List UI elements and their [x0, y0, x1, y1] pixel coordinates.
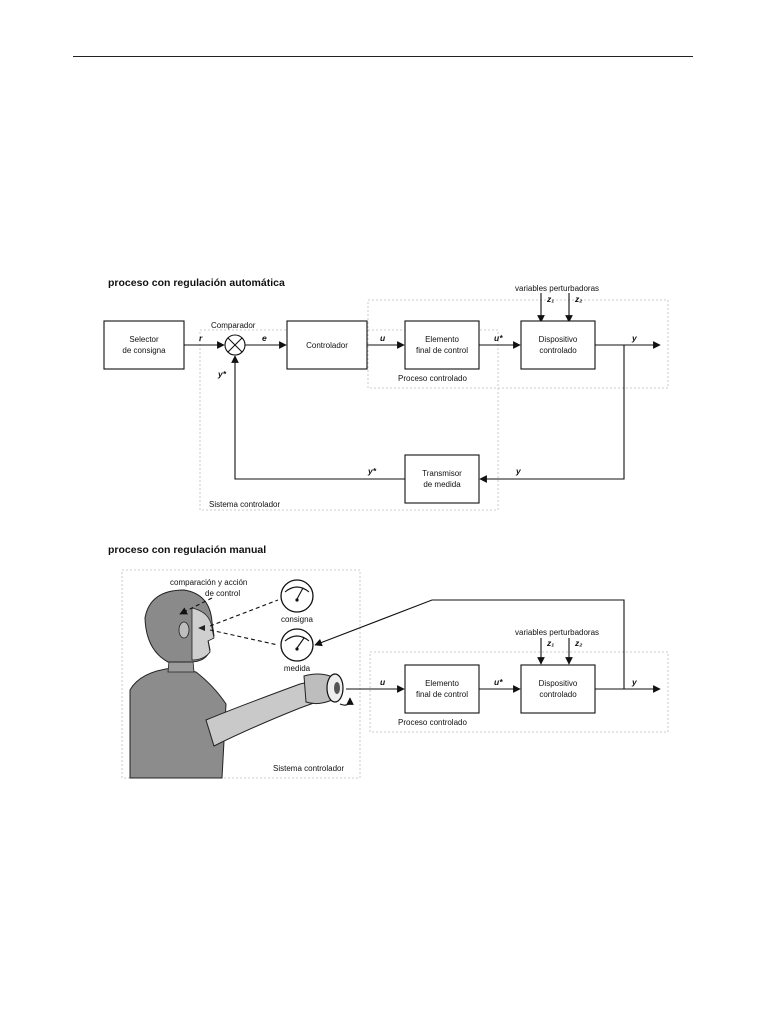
comparison-label-2: de control	[205, 589, 240, 598]
setpoint-gauge-icon	[280, 579, 314, 613]
operator-eye-icon	[198, 625, 205, 631]
measure-gauge-icon	[280, 628, 314, 662]
manual-signal-ustar-label: u*	[494, 677, 503, 687]
signal-r-label: r	[199, 333, 203, 343]
auto-z1-label: z₁	[546, 294, 554, 304]
auto-title: proceso con regulación automática	[108, 277, 285, 289]
auto-actuator-block	[404, 320, 480, 370]
comparison-pointer	[179, 597, 213, 615]
manual-regulation-diagram: proceso con regulación manual	[108, 544, 669, 779]
sight-line-setpoint	[209, 599, 279, 627]
transmitter-label-2: de medida	[423, 480, 461, 489]
operator-illustration	[129, 589, 354, 779]
setpoint-selector-block	[103, 320, 185, 370]
feedback-y-line	[479, 345, 625, 483]
setpoint-selector-label-2: de consigna	[122, 346, 166, 355]
auto-signal-u-label: u	[380, 333, 386, 343]
setpoint-selector-label-1: Selector	[129, 335, 159, 344]
auto-disturbances-label: variables perturbadoras	[515, 284, 599, 293]
auto-actuator-label-1: Elemento	[425, 335, 459, 344]
manual-process-label: Proceso controlado	[398, 718, 467, 727]
manual-disturbances-label: variables perturbadoras	[515, 628, 599, 637]
feedback-ystar-line	[231, 355, 405, 480]
controller-block	[286, 320, 368, 370]
manual-plant-block	[520, 664, 596, 714]
manual-actuator-label-1: Elemento	[425, 679, 459, 688]
auto-system-label: Sistema controlador	[209, 500, 280, 509]
measure-gauge-label: medida	[284, 664, 311, 673]
manual-actuator-label-2: final de control	[416, 690, 468, 699]
manual-plant-label-2: controlado	[539, 690, 577, 699]
auto-process-region	[367, 299, 669, 389]
auto-plant-label-2: controlado	[539, 346, 577, 355]
manual-feedback-line	[314, 599, 625, 689]
controller-label: Controlador	[306, 341, 348, 350]
manual-signal-u-label: u	[380, 677, 386, 687]
manual-z2-label: z₂	[574, 638, 583, 648]
signal-e-label: e	[262, 333, 267, 343]
feedback-ystar-label: y*	[367, 466, 377, 476]
auto-z2-label: z₂	[574, 294, 583, 304]
manual-title: proceso con regulación manual	[108, 544, 266, 556]
sight-line-measure	[209, 629, 279, 646]
auto-signal-ustar-label: u*	[494, 333, 503, 343]
manual-system-region	[121, 569, 361, 779]
automatic-regulation-diagram: proceso con regulación automática variab…	[103, 277, 669, 511]
manual-system-label: Sistema controlador	[273, 764, 344, 773]
auto-process-label: Proceso controlado	[398, 374, 467, 383]
manual-output-y-label: y	[631, 677, 638, 687]
transmitter-label-1: Transmisor	[422, 469, 462, 478]
measurement-transmitter-block	[404, 454, 480, 504]
control-knob-icon	[326, 673, 354, 706]
operator-torso	[129, 667, 227, 779]
manual-z1-label: z₁	[546, 638, 554, 648]
feedback-y-label: y	[515, 466, 522, 476]
manual-actuator-block	[404, 664, 480, 714]
comparator-ystar-label: y*	[217, 369, 227, 379]
page-top-rule	[73, 56, 693, 57]
comparison-label-1: comparación y acción	[170, 578, 247, 587]
comparator-summing-junction	[224, 334, 246, 356]
auto-actuator-label-2: final de control	[416, 346, 468, 355]
setpoint-gauge-label: consigna	[281, 615, 314, 624]
manual-plant-label-1: Dispositivo	[539, 679, 578, 688]
comparator-label: Comparador	[211, 321, 256, 330]
auto-output-y-label: y	[631, 333, 638, 343]
auto-plant-label-1: Dispositivo	[539, 335, 578, 344]
manual-process-region	[369, 651, 669, 733]
auto-plant-block	[520, 320, 596, 370]
